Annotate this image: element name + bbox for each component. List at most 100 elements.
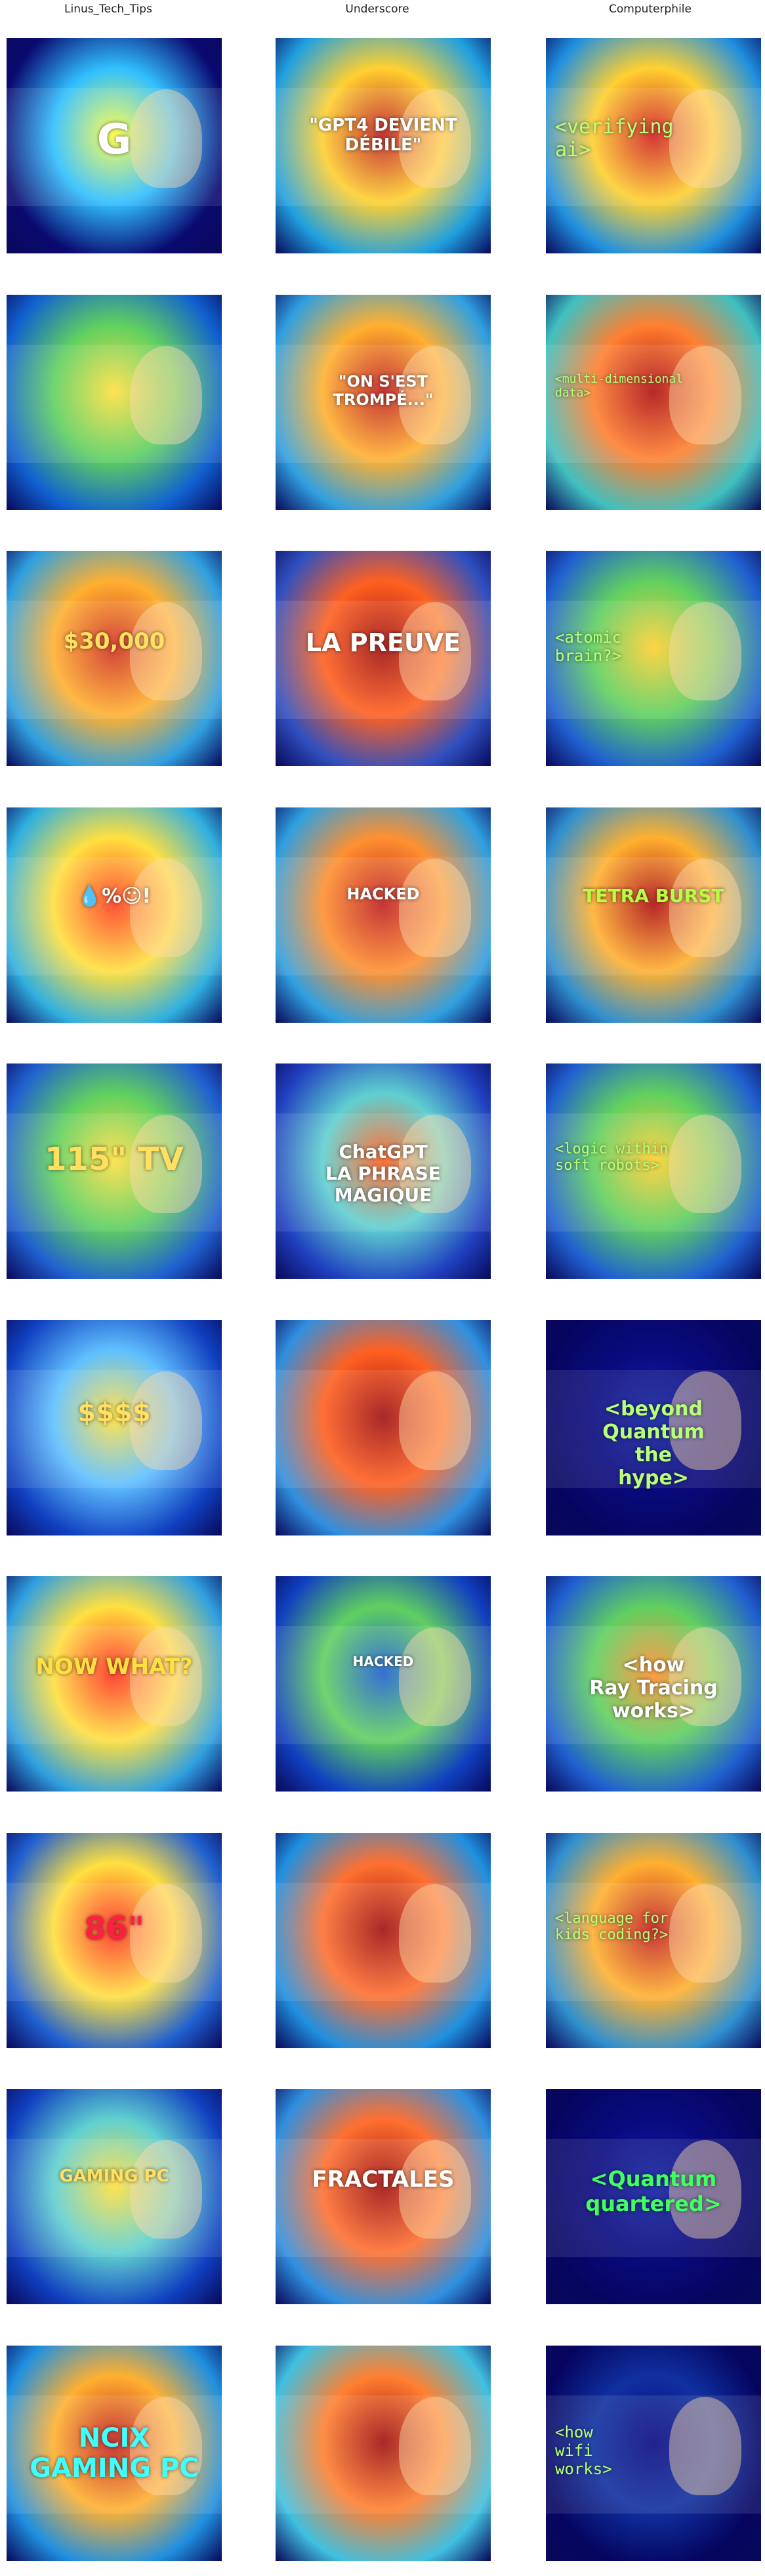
heatmap-thumbnail: $$$$ [7,1320,222,1535]
thumbnail-caption: "GPT4 DEVIENT DÉBILE" [309,116,457,155]
attention-heatmap [546,38,761,253]
person-silhouette [399,1371,471,1470]
attention-heatmap [276,1833,491,2048]
thumbnail-caption: NCIX GAMING PC [30,2423,199,2483]
heatmap-thumbnail: G [7,38,222,253]
person-silhouette [399,346,471,444]
person-silhouette [399,89,471,188]
thumbnail-band [276,1626,491,1744]
thumbnail-band [7,1113,222,1232]
attention-heatmap [546,2089,761,2304]
thumbnail-caption: <beyond Quantum the hype> [602,1398,705,1490]
heatmap-thumbnail: HACKED [276,807,491,1023]
heatmap-thumbnail: <language for kids coding?> [546,1833,761,2048]
attention-heatmap [546,807,761,1023]
heatmap-thumbnail: NOW WHAT? [7,1576,222,1792]
heatmap-thumbnail [7,295,222,510]
person-silhouette [669,89,741,188]
thumbnail-band [546,1626,761,1744]
attention-heatmap [546,1063,761,1279]
heatmap-thumbnail: <multi-dimensional data> [546,295,761,510]
attention-heatmap [546,2346,761,2561]
person-silhouette [399,602,471,700]
person-silhouette [130,2397,202,2495]
thumbnail-band [276,1883,491,2001]
person-silhouette [130,1115,202,1213]
person-silhouette [669,1884,741,1983]
attention-heatmap [276,1063,491,1279]
thumbnail-band [276,1370,491,1488]
attention-heatmap [7,2346,222,2561]
thumbnail-band [546,2139,761,2257]
thumbnail-band [7,1626,222,1744]
person-silhouette [669,1371,741,1470]
heatmap-thumbnail: <beyond Quantum the hype> [546,1320,761,1535]
attention-heatmap [7,1833,222,2048]
person-silhouette [669,1115,741,1213]
heatmap-thumbnail: <verifying ai> [546,38,761,253]
attention-heatmap [276,2089,491,2304]
person-silhouette [669,346,741,444]
thumbnail-caption: $30,000 [63,628,165,655]
heatmap-thumbnail: HACKED [276,1576,491,1792]
person-silhouette [669,602,741,700]
attention-heatmap [276,1320,491,1535]
thumbnail-caption: HACKED [352,1654,414,1669]
column-title-1: Linus_Tech_Tips [64,3,152,16]
heatmap-thumbnail: $30,000 [7,551,222,766]
person-silhouette [130,1371,202,1470]
attention-heatmap [7,295,222,510]
thumbnail-caption: <multi-dimensional data> [555,372,684,400]
attention-heatmap [7,551,222,766]
attention-heatmap [7,1320,222,1535]
heatmap-thumbnail: "GPT4 DEVIENT DÉBILE" [276,38,491,253]
thumbnail-caption: HACKED [346,885,420,903]
person-silhouette [130,602,202,700]
thumbnail-caption: 💧%☺! [77,885,152,908]
person-silhouette [669,2140,741,2239]
heatmap-thumbnail: 86" [7,1833,222,2048]
thumbnail-band [276,88,491,206]
attention-heatmap [7,1063,222,1279]
thumbnail-band [7,2395,222,2514]
thumbnail-caption: GAMING PC [59,2166,169,2186]
attention-heatmap [546,1576,761,1792]
thumbnail-band [546,345,761,463]
heatmap-thumbnail: ChatGPT LA PHRASE MAGIQUE [276,1063,491,1279]
heatmap-thumbnail: NCIX GAMING PC [7,2346,222,2561]
person-silhouette [669,859,741,957]
person-silhouette [130,1627,202,1726]
thumbnail-band [546,1370,761,1488]
thumbnail-band [276,345,491,463]
person-silhouette [130,89,202,188]
person-silhouette [399,2397,471,2495]
attention-heatmap [7,1576,222,1792]
person-silhouette [399,859,471,957]
person-silhouette [130,859,202,957]
thumbnail-band [546,1113,761,1232]
thumbnail-band [276,857,491,976]
heatmap-thumbnail: <Quantum quartered> [546,2089,761,2304]
person-silhouette [130,346,202,444]
heatmap-thumbnail: GAMING PC [7,2089,222,2304]
attention-heatmap [276,551,491,766]
heatmap-thumbnail [276,1833,491,2048]
thumbnail-caption: <logic within soft robots> [555,1141,669,1174]
thumbnail-band [7,601,222,719]
thumbnail-band [7,1370,222,1488]
thumbnail-band [546,601,761,719]
attention-heatmap [276,295,491,510]
thumbnail-band [7,345,222,463]
thumbnail-caption: NOW WHAT? [35,1654,193,1680]
thumbnail-caption: <verifying ai> [555,116,674,161]
person-silhouette [130,1884,202,1983]
thumbnail-caption: G [96,116,132,164]
column-title-2: Underscore [345,3,409,16]
thumbnail-band [546,857,761,976]
thumbnail-caption: "ON S'EST TROMPÉ..." [333,372,434,409]
attention-heatmap [7,807,222,1023]
thumbnail-caption: 115" TV [45,1141,184,1178]
thumbnail-caption: <Quantum quartered> [585,2166,722,2216]
thumbnail-band [7,88,222,206]
heatmap-thumbnail: LA PREUVE [276,551,491,766]
